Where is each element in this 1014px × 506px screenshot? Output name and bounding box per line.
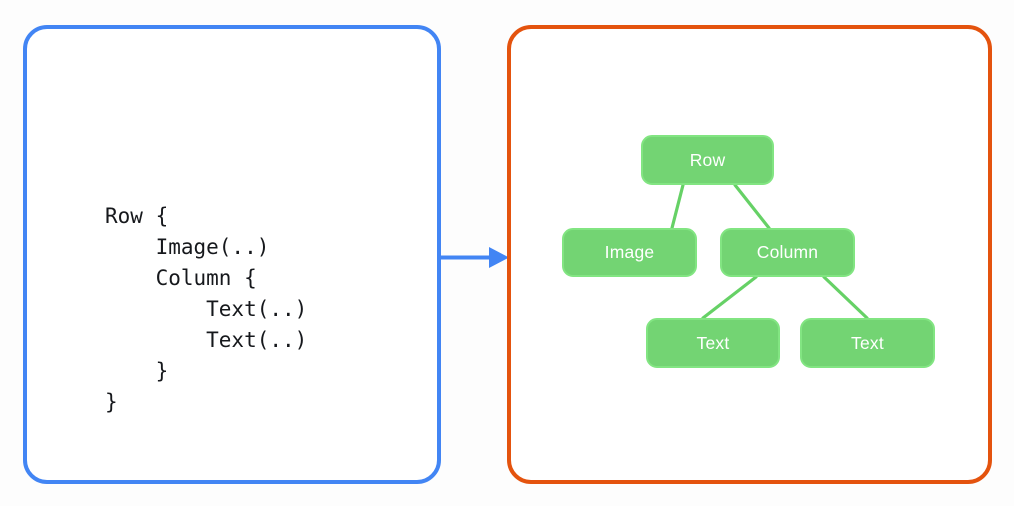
tree-node-row[interactable]: Row [641, 135, 774, 185]
edge-column-text2 [822, 275, 869, 320]
code-panel: Row { Image(..) Column { Text(..) Text(.… [23, 25, 441, 484]
code-snippet: Row { Image(..) Column { Text(..) Text(.… [105, 204, 308, 414]
tree-node-text-2[interactable]: Text [800, 318, 935, 368]
tree-edges [670, 183, 869, 320]
tree-node-label: Text [696, 332, 730, 353]
tree-node-text-1[interactable]: Text [646, 318, 780, 368]
edge-row-image [670, 183, 685, 230]
tree-node-column[interactable]: Column [720, 228, 855, 277]
tree-node-label: Text [851, 332, 884, 353]
transform-arrow-icon [440, 247, 509, 268]
tree-node-label: Row [689, 149, 726, 170]
tree-node-label: Column [756, 242, 819, 262]
edge-row-column [733, 183, 771, 230]
tree-node-image[interactable]: Image [562, 228, 697, 277]
edge-column-text1 [701, 275, 758, 320]
tree-node-label: Image [604, 242, 655, 262]
